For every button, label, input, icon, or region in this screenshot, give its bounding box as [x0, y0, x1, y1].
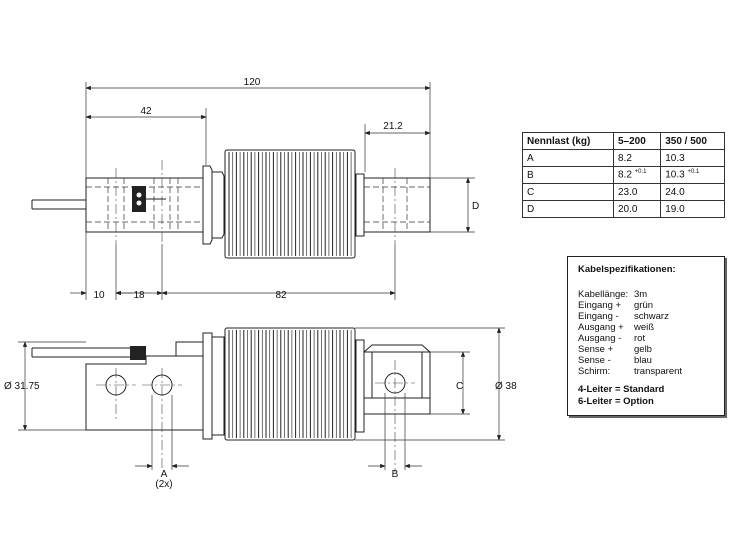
dim-A-label: A	[161, 469, 168, 480]
dim-dia-31-75-label: Ø 31.75	[4, 381, 40, 392]
dim-D-label: D	[472, 201, 479, 212]
list-item: Schirm: transparent	[578, 366, 714, 377]
dim-21-2-label: 21.2	[383, 121, 403, 132]
spec-value: 3m	[634, 289, 648, 300]
list-item: Ausgang + weiß	[578, 322, 714, 333]
dim-A-note: (2x)	[155, 479, 172, 490]
table-cell-label: A	[522, 149, 614, 167]
table-cell: 8.2 +0.1	[612, 166, 662, 184]
dim-10-label: 10	[93, 290, 105, 301]
table-cell-value: 23.0	[617, 186, 638, 198]
table-row: C 23.0 24.0	[522, 183, 725, 201]
bellows-top	[224, 149, 356, 259]
table-cell-label: C	[522, 183, 614, 201]
table-cell-label: B	[522, 166, 614, 184]
cable-notes: 4-Leiter = Standard 6-Leiter = Option	[578, 384, 714, 408]
spec-key: Eingang +	[578, 300, 622, 311]
dim-18-label: 18	[133, 290, 145, 301]
tolerance-superscript: +0.1	[687, 169, 700, 176]
table-row: B 8.2 +0.1 10.3 +0.1	[522, 166, 725, 184]
spec-key: Ausgang -	[578, 333, 622, 344]
spec-key: Schirm:	[578, 366, 611, 377]
dim-42-label: 42	[140, 106, 152, 117]
cable-spec-box: Kabelspezifikationen: Kabellänge: 3m Eing…	[567, 256, 725, 416]
table-cell-value: 8.2	[617, 152, 632, 164]
spec-key: Sense +	[578, 344, 614, 355]
table-cell-value: 10.3	[665, 152, 685, 164]
table-row: A 8.2 10.3	[522, 149, 725, 167]
table-header-row: Nennlast (kg) 5–200 350 / 500	[522, 132, 725, 150]
side-view: Ø 31.75 C	[4, 327, 517, 490]
table-cell-value: 19.0	[665, 203, 685, 215]
dim-dia-38-label: Ø 38	[495, 381, 517, 392]
spec-key: Ausgang +	[578, 322, 624, 333]
dimension-table: Nennlast (kg) 5–200 350 / 500 A 8.2 10.3…	[522, 132, 725, 218]
table-cell-label: D	[522, 200, 614, 218]
spec-key: Sense -	[578, 355, 611, 366]
table-row: D 20.0 19.0	[522, 200, 725, 218]
spec-value: blau	[634, 355, 652, 366]
table-cell-value: 20.0	[617, 203, 638, 215]
table-cell: 23.0	[612, 183, 662, 201]
table-cell-value: 24.0	[665, 186, 685, 198]
table-header-cell: Nennlast (kg)	[522, 132, 614, 150]
top-view: 120 42 21.2	[31, 77, 479, 301]
cable-note: 4-Leiter = Standard	[578, 384, 665, 395]
table-cell: 19.0	[660, 200, 725, 218]
table-cell-value: 10.3	[665, 169, 685, 181]
table-header-cell: 350 / 500	[660, 132, 725, 150]
list-item: Ausgang - rot	[578, 333, 714, 344]
table-cell: 24.0	[660, 183, 725, 201]
spec-key: Eingang -	[578, 311, 619, 322]
spec-key: Kabellänge:	[578, 289, 629, 300]
table-cell: 8.2	[612, 149, 662, 167]
bellows-side	[224, 327, 356, 441]
tolerance-superscript: +0.1	[634, 169, 647, 176]
dim-82-label: 82	[275, 290, 287, 301]
dim-C-label: C	[456, 381, 463, 392]
list-item: Eingang + grün	[578, 300, 714, 311]
spec-value: weiß	[634, 322, 655, 333]
spec-value: transparent	[634, 366, 683, 377]
cable-spec-title: Kabelspezifikationen:	[578, 264, 676, 275]
dim-B-label: B	[392, 469, 399, 480]
list-item: Sense + gelb	[578, 344, 714, 355]
cable-note: 6-Leiter = Option	[578, 396, 654, 407]
dim-120-label: 120	[244, 77, 261, 88]
spec-value: rot	[634, 333, 646, 344]
spec-value: schwarz	[634, 311, 669, 322]
table-cell: 20.0	[612, 200, 662, 218]
table-cell: 10.3	[660, 149, 725, 167]
table-header-cell: 5–200	[612, 132, 662, 150]
list-item: Eingang - schwarz	[578, 311, 714, 322]
list-item: Sense - blau	[578, 355, 714, 366]
table-cell: 10.3 +0.1	[660, 166, 725, 184]
table-cell-value: 8.2	[617, 169, 632, 181]
list-item: Kabellänge: 3m	[578, 289, 714, 300]
spec-value: gelb	[634, 344, 652, 355]
spec-value: grün	[634, 300, 654, 311]
